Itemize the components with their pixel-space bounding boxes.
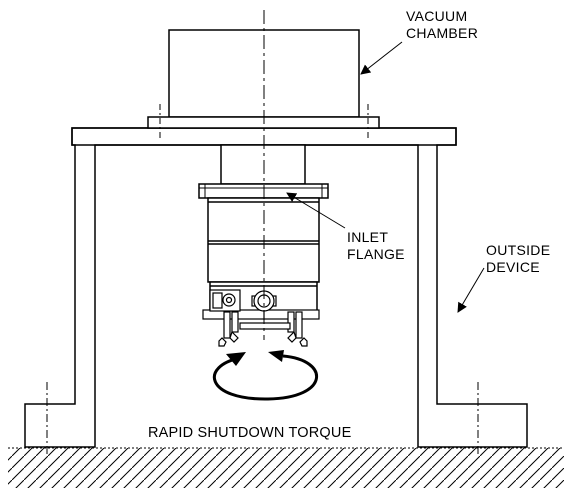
inlet-flange-label-line-1: INLET [347,229,389,245]
rotation-arrow [212,350,319,401]
inlet-flange-label-line-2: FLANGE [347,246,405,262]
foot-bolt-lines [46,382,479,455]
pump-legs [218,311,308,347]
chamber-bolt-lines [159,104,369,141]
leader-lines [286,41,485,313]
pump-fittings [209,289,277,320]
vacuum-chamber-label-line-2: CHAMBER [406,25,479,41]
pump-neck [220,144,306,185]
inlet-flange-label: INLET FLANGE [347,229,405,263]
outside-device-label: OUTSIDE DEVICE [486,242,550,276]
outside-device-label-line-2: DEVICE [486,259,540,275]
ground [8,447,564,488]
vacuum-chamber-label: VACUUM CHAMBER [406,8,478,42]
vacuum-chamber-label-line-1: VACUUM [406,8,468,24]
rapid-shutdown-torque-label: RAPID SHUTDOWN TORQUE [148,425,352,441]
outside-device-label-line-1: OUTSIDE [486,242,551,258]
